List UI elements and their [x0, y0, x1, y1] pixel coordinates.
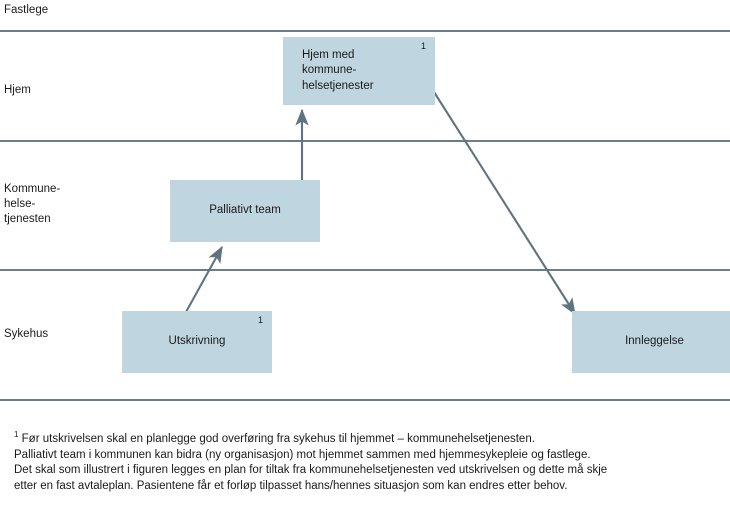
- node-label: Utskrivning: [168, 335, 226, 348]
- footnote-line-3: Det skal som illustrert i figuren legges…: [14, 464, 608, 476]
- lane-label-fastlege: Fastlege: [4, 4, 49, 16]
- lane-label-kommunehelsetjenesten: Kommune- helse- tjenesten: [4, 183, 61, 225]
- node-hjem-med-kommunehelsetjenester[interactable]: Hjem med kommune- helsetjenester 1: [283, 37, 435, 105]
- lane-divider-3: [0, 269, 730, 271]
- node-innleggelse[interactable]: Innleggelse: [572, 311, 730, 373]
- footnote-marker-symbol: 1: [14, 430, 19, 440]
- footnote-marker: 1: [257, 315, 263, 325]
- footnote-block: 1 Før utskrivelsen skal en planlegge god…: [14, 430, 720, 494]
- node-palliativt-team[interactable]: Palliativt team: [170, 180, 320, 242]
- footnote-line-1: 1 Før utskrivelsen skal en planlegge god…: [14, 430, 720, 448]
- footnote-line-2: Palliativt team i kommunen kan bidra (ny…: [14, 448, 591, 461]
- node-label: Hjem med kommune- helsetjenester: [302, 48, 374, 92]
- footnote-line-4: etter en fast avtaleplan. Pasientene får…: [14, 479, 568, 492]
- footnote-line-1-text: Før utskrivelsen skal en planlegge god o…: [18, 433, 535, 445]
- node-label: Palliativt team: [209, 204, 281, 217]
- lane-divider-4: [0, 399, 730, 401]
- node-label: Innleggelse: [625, 335, 684, 348]
- lane-divider-1: [0, 30, 730, 32]
- footnote-marker: 1: [420, 41, 426, 51]
- arrow-hjem-to-innleggelse: [433, 91, 576, 316]
- arrow-utskrivning-to-palliativt-team: [185, 245, 223, 313]
- lane-label-hjem: Hjem: [4, 84, 31, 96]
- node-utskrivning[interactable]: Utskrivning 1: [122, 311, 272, 373]
- lane-label-sykehus: Sykehus: [4, 328, 49, 340]
- lane-divider-2: [0, 140, 730, 142]
